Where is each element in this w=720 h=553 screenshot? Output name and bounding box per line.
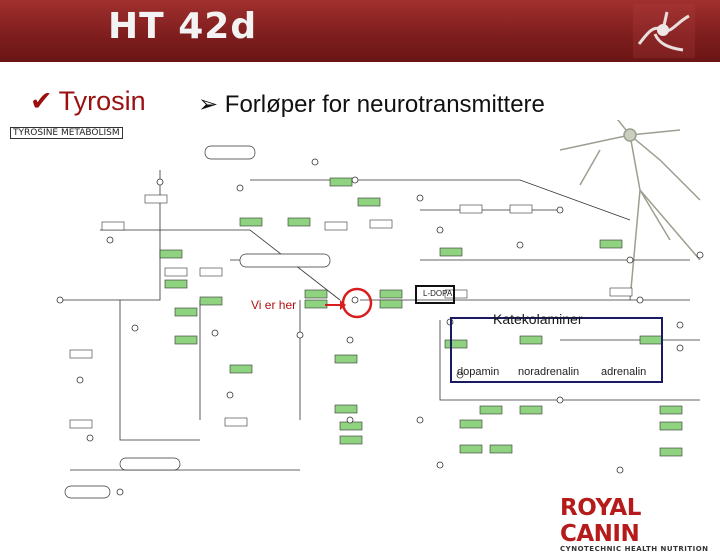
- bullet-neurotransmitter: ➢ Forløper for neurotransmittere: [198, 90, 545, 119]
- pathway-diagram: [56, 120, 704, 499]
- catecholamine-group-box: [450, 317, 663, 383]
- checkmark-icon: ✔: [30, 86, 53, 116]
- arrow-right-icon: ➢: [198, 91, 219, 118]
- l-dopa-highlight-box: [415, 285, 455, 304]
- brand-name: ROYAL CANIN: [560, 495, 641, 547]
- bullet-tyrosin: ✔Tyrosin: [30, 86, 146, 117]
- adrenalin-label: adrenalin: [601, 366, 647, 378]
- header-bar: HT 42d: [0, 0, 720, 62]
- tyrosine-highlight-circle: [341, 287, 373, 319]
- brand-tagline: CYNOTECHNIC HEALTH NUTRITION: [560, 545, 709, 553]
- arrow-right-icon: [325, 300, 346, 310]
- noradrenalin-label: noradrenalin: [518, 366, 580, 378]
- bullet-neurotransmitter-text: Forløper for neurotransmittere: [224, 91, 545, 118]
- bullet-tyrosin-text: Tyrosin: [58, 86, 146, 116]
- pathway-map-boxes: [64, 145, 331, 499]
- dopamin-label: dopamin: [457, 366, 500, 378]
- slide-title: HT 42d: [108, 6, 258, 47]
- neuron-illustration: [559, 120, 701, 301]
- enzyme-boxes: [69, 177, 683, 457]
- l-dopa-label: L-DOPA: [423, 289, 453, 298]
- vi-er-her-label: Vi er her: [251, 298, 297, 312]
- pathway-edges: [60, 170, 700, 471]
- diagram-title: TYROSINE METABOLISM: [10, 127, 123, 139]
- catecholamine-label: Katekolaminer: [493, 311, 583, 327]
- neuron-logo-icon: [633, 4, 695, 58]
- royal-canin-logo: ROYAL CANIN CYNOTECHNIC HEALTH NUTRITION: [560, 495, 720, 553]
- metabolite-nodes: [56, 158, 704, 496]
